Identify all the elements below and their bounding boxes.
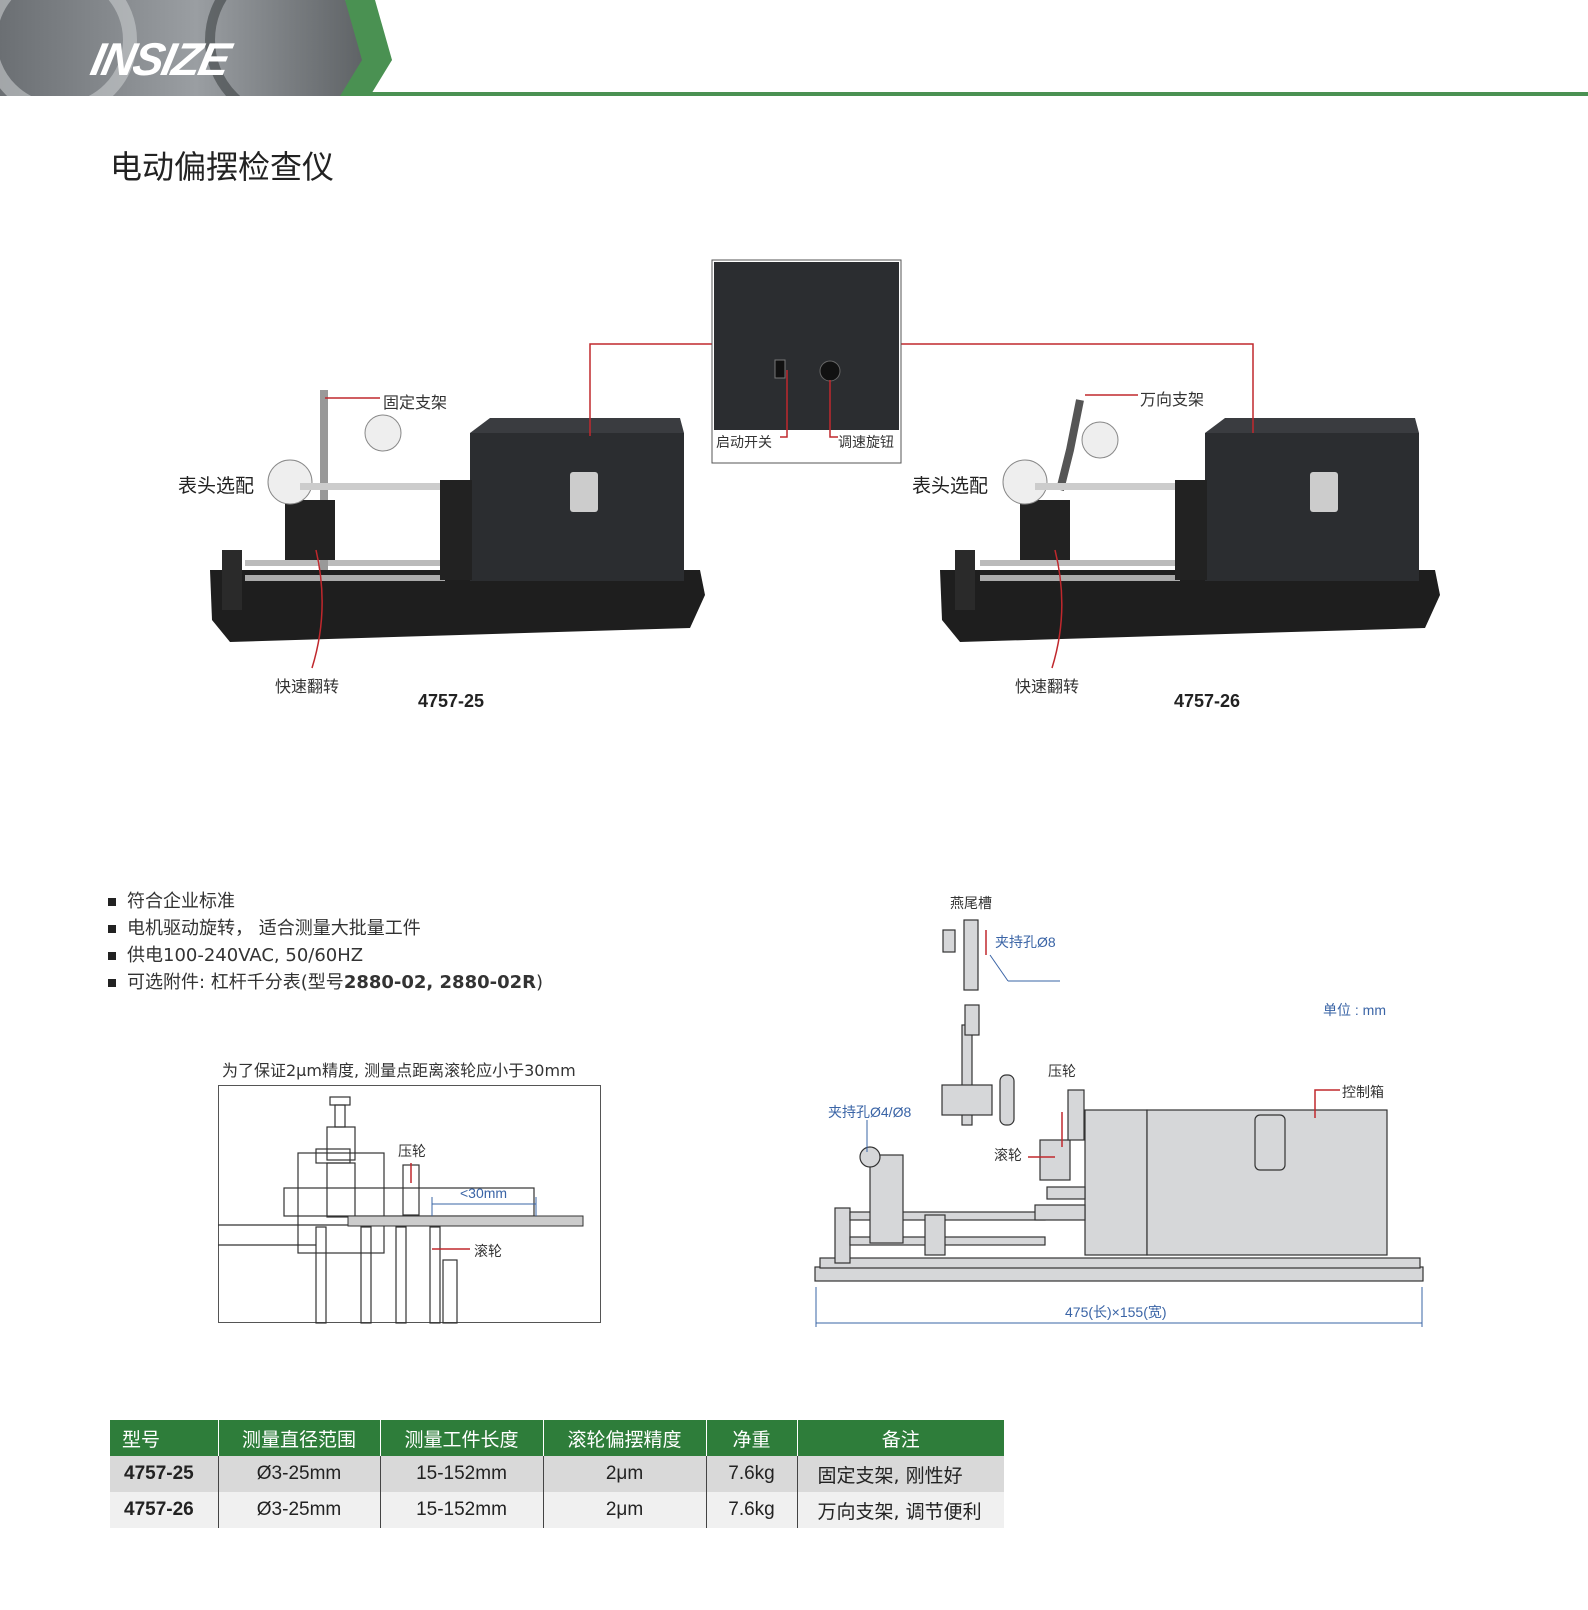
- label-clamp-hole-top: 夹持孔Ø8: [995, 934, 1056, 950]
- page-title: 电动偏摆检查仪: [110, 148, 335, 186]
- col-length: 测量工件长度: [380, 1420, 544, 1456]
- cell: Ø3-25mm: [218, 1456, 381, 1492]
- dimension-drawing: [814, 919, 1424, 1327]
- cell: 固定支架, 刚性好: [797, 1456, 1004, 1492]
- label-fixed-stand: 固定支架: [383, 393, 448, 412]
- label-press-wheel: 压轮: [1048, 1064, 1076, 1080]
- model-label-2: 4757-26: [1174, 691, 1241, 711]
- cell: 7.6kg: [706, 1456, 798, 1492]
- cell: 万向支架, 调节便利: [797, 1492, 1004, 1528]
- label-control-box: 控制箱: [1342, 1085, 1384, 1101]
- product-4757-25-image: [210, 343, 712, 669]
- label-universal-stand: 万向支架: [1140, 390, 1205, 409]
- product-illustrations: [210, 259, 1440, 669]
- model-label-1: 4757-25: [418, 691, 485, 711]
- feature-item: 符合企业标准: [108, 888, 543, 915]
- feature-list: 符合企业标准 电机驱动旋转， 适合测量大批量工件 供电100-240VAC, 5…: [108, 888, 543, 996]
- label-indicator-option-1: 表头选配: [178, 475, 255, 497]
- cell: 2μm: [543, 1456, 707, 1492]
- overall-dimensions: 475(长)×155(宽): [1065, 1304, 1167, 1320]
- spec-table: 型号 测量直径范围 测量工件长度 滚轮偏摆精度 净重 备注 4757-25 Ø3…: [110, 1420, 1004, 1528]
- distance-label: <30mm: [460, 1185, 508, 1201]
- schematic-caption: 为了保证2μm精度, 测量点距离滚轮应小于30mm: [222, 1061, 576, 1080]
- col-model: 型号: [110, 1420, 219, 1456]
- col-weight: 净重: [706, 1420, 798, 1456]
- label-indicator-option-2: 表头选配: [912, 475, 989, 497]
- label-speed-knob: 调速旋钮: [838, 435, 894, 451]
- brand-logo: INSIZE: [86, 33, 234, 85]
- feature-item: 供电100-240VAC, 50/60HZ: [108, 942, 543, 969]
- cell: 15-152mm: [380, 1492, 544, 1528]
- label-press-wheel-schematic: 压轮: [398, 1144, 426, 1160]
- col-diameter: 测量直径范围: [218, 1420, 381, 1456]
- cell: 15-152mm: [380, 1456, 544, 1492]
- feature-item: 可选附件: 杠杆千分表(型号2880-02, 2880-02R): [108, 969, 543, 996]
- cell: 2μm: [543, 1492, 707, 1528]
- label-roller-schematic: 滚轮: [474, 1244, 502, 1260]
- cell: 7.6kg: [706, 1492, 798, 1528]
- label-dovetail: 燕尾槽: [950, 896, 992, 912]
- col-remarks: 备注: [797, 1420, 1004, 1456]
- control-box-inset: [711, 259, 902, 464]
- label-roller: 滚轮: [994, 1148, 1022, 1164]
- table-header-row: 型号 测量直径范围 测量工件长度 滚轮偏摆精度 净重 备注: [110, 1420, 1004, 1456]
- label-start-switch: 启动开关: [716, 435, 772, 451]
- unit-label: 单位 : mm: [1323, 1002, 1386, 1018]
- col-accuracy: 滚轮偏摆精度: [543, 1420, 707, 1456]
- label-clamp-hole-side: 夹持孔Ø4/Ø8: [828, 1104, 912, 1120]
- label-quick-flip-2: 快速翻转: [1015, 677, 1080, 696]
- cell: 4757-26: [110, 1492, 219, 1528]
- cell: Ø3-25mm: [218, 1492, 381, 1528]
- cell: 4757-25: [110, 1456, 219, 1492]
- label-quick-flip-1: 快速翻转: [275, 677, 340, 696]
- feature-item: 电机驱动旋转， 适合测量大批量工件: [108, 915, 543, 942]
- measurement-schematic: [218, 1085, 601, 1324]
- table-row: 4757-26 Ø3-25mm 15-152mm 2μm 7.6kg 万向支架,…: [110, 1492, 1004, 1528]
- table-row: 4757-25 Ø3-25mm 15-152mm 2μm 7.6kg 固定支架,…: [110, 1456, 1004, 1492]
- header-banner: [0, 0, 1588, 96]
- product-4757-26-image: [855, 343, 1440, 669]
